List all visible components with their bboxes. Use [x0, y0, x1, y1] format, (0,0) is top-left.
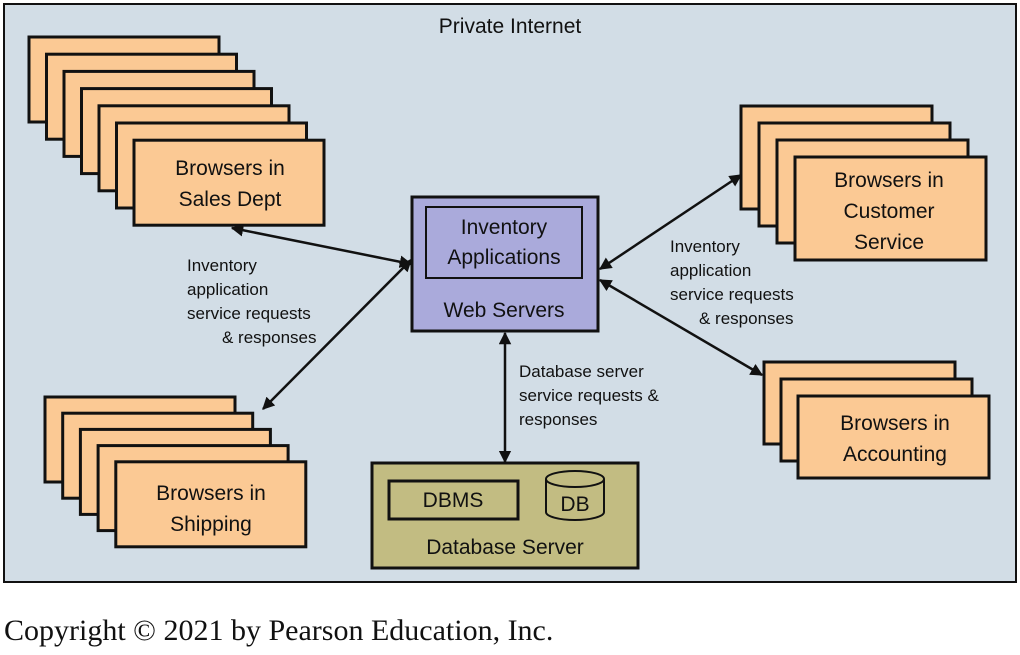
inventory-applications-line-1: Inventory [461, 216, 548, 239]
annotation-right-line-2: application [670, 261, 751, 280]
accounting-stack [762, 360, 991, 480]
inventory-applications-box [425, 206, 583, 279]
arrow-sales-web [230, 224, 413, 268]
shipping-label-line-2: Shipping [170, 513, 252, 536]
annotation-right-line-4: & responses [699, 309, 794, 328]
arrow-web-accounting [598, 278, 764, 377]
copyright-notice: Copyright © 2021 by Pearson Education, I… [4, 614, 554, 647]
accounting-label-line-2: Accounting [843, 443, 947, 466]
sales-browser-card [132, 138, 326, 227]
accounting-label-line-1: Browsers in [840, 412, 950, 435]
arrow-shipping-web [262, 259, 412, 410]
database-cylinder-icon [545, 470, 605, 521]
annotation-center: Database server service requests & respo… [519, 362, 659, 429]
database-server-box: DBMS DB Database Server [370, 461, 640, 570]
annotation-center-line-1: Database server [519, 362, 644, 381]
sales-label-line-2: Sales Dept [179, 188, 282, 211]
annotation-right-line-3: service requests [670, 285, 794, 304]
customer-service-label-line-2: Customer [843, 200, 934, 223]
browser-group-shipping: Browsers in Shipping [43, 395, 308, 549]
annotation-left: Inventory application service requests &… [187, 256, 317, 347]
web-servers-box: Inventory Applications Web Servers [410, 195, 600, 333]
browser-group-sales: Browsers in Sales Dept [27, 35, 326, 227]
annotation-center-line-3: responses [519, 410, 597, 429]
db-label: DB [560, 493, 589, 516]
annotation-left-line-3: service requests [187, 304, 311, 323]
customer-service-browser-card [793, 155, 988, 262]
database-server-label: Database Server [426, 536, 584, 559]
sales-label-line-1: Browsers in [175, 157, 285, 180]
shipping-label-line-1: Browsers in [156, 482, 266, 505]
annotation-left-line-2: application [187, 280, 268, 299]
annotation-right: Inventory application service requests &… [670, 237, 794, 328]
region-label: Private Internet [439, 15, 582, 38]
customer-service-stack [739, 104, 988, 262]
sales-stack [27, 35, 326, 227]
dbms-label: DBMS [423, 489, 484, 512]
browser-group-customer-service: Browsers in Customer Service [739, 104, 988, 262]
dbms-box [387, 479, 520, 521]
inventory-applications-line-2: Applications [447, 246, 560, 269]
customer-service-label-line-1: Browsers in [834, 169, 944, 192]
browser-group-accounting: Browsers in Accounting [762, 360, 991, 480]
annotation-left-line-4: & responses [222, 328, 317, 347]
shipping-stack [43, 395, 308, 549]
shipping-browser-card [114, 460, 308, 549]
arrow-web-customer-service [598, 173, 743, 271]
network-diagram: Private Internet Browsers in Sales Dept … [3, 3, 1017, 583]
annotation-right-line-1: Inventory [670, 237, 740, 256]
web-servers-label: Web Servers [444, 299, 565, 322]
customer-service-label-line-3: Service [854, 231, 924, 254]
annotation-center-line-2: service requests & [519, 386, 659, 405]
annotation-left-line-1: Inventory [187, 256, 257, 275]
accounting-browser-card [796, 394, 991, 480]
